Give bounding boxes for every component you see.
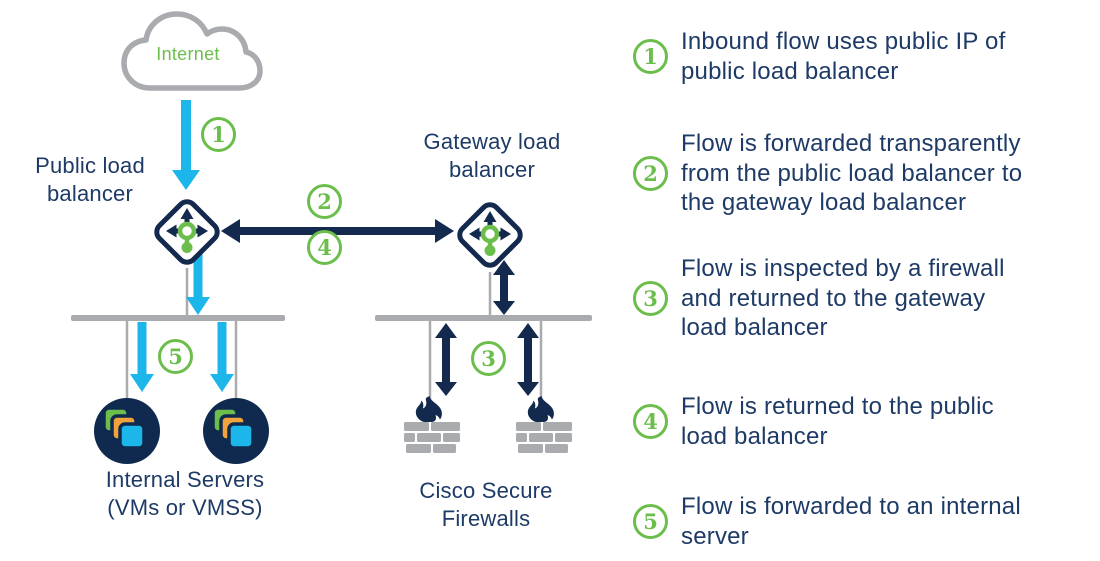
firewall-icon (404, 396, 460, 453)
arrow-subnet-firewall-1 (435, 323, 457, 396)
step-4-badge: 4 (307, 230, 342, 265)
firewalls-label: Cisco Secure Firewalls (419, 478, 553, 531)
legend-item: 2 Flow is forwarded transparently from t… (633, 129, 1095, 218)
arrow-plb-to-subnet (186, 252, 210, 315)
legend-text-2: Flow is forwarded transparently from the… (681, 130, 1023, 216)
legend-step-5-badge: 5 (633, 504, 668, 539)
public-lb-label: Public load balancer (35, 153, 145, 206)
public-load-balancer-icon (154, 199, 220, 265)
legend-step-4-badge: 4 (633, 404, 668, 439)
arrow-subnet-to-server-1 (130, 322, 154, 392)
legend-step-3-badge: 3 (633, 280, 668, 316)
connector-layer (71, 100, 592, 401)
legend-text-5: Flow is forwarded to an internal server (681, 493, 1021, 550)
arrow-glb-subnet-bidirectional (493, 260, 515, 315)
step-2-badge: 2 (307, 184, 342, 219)
internal-server-icon (94, 398, 160, 464)
legend-step-1-badge: 1 (633, 39, 668, 74)
legend-item: 5 Flow is forwarded to an internal serve… (633, 492, 1095, 551)
arrow-subnet-to-server-2 (210, 322, 234, 392)
internal-servers-label: Internal Servers (VMs or VMSS) (105, 467, 265, 520)
right-subnet-bar (375, 315, 592, 321)
step-5-badge: 5 (158, 339, 193, 374)
flame-glyph (415, 396, 442, 422)
gray-stems (125, 268, 543, 401)
step-1-badge: 1 (201, 117, 236, 152)
internet-cloud-icon (121, 11, 263, 91)
arrow-plb-glb-bidirectional (221, 219, 454, 243)
legend-item: 3 Flow is inspected by a firewall and re… (633, 254, 1095, 343)
step-3-badge: 3 (471, 341, 506, 376)
legend-item: 1 Inbound flow uses public IP of public … (633, 27, 1095, 86)
legend-step-2-badge: 2 (633, 155, 668, 191)
left-subnet-bar (71, 315, 285, 321)
internet-label: Internet (156, 44, 220, 64)
inbound-arrow-internet-to-plb (172, 100, 200, 190)
legend-text-4: Flow is returned to the public load bala… (681, 393, 994, 450)
gateway-load-balancer-icon (457, 202, 523, 268)
legend-text-3: Flow is inspected by a firewall and retu… (681, 255, 1005, 341)
gateway-lb-label: Gateway load balancer (423, 129, 561, 182)
legend-text-1: Inbound flow uses public IP of public lo… (681, 28, 1006, 85)
legend-item: 4 Flow is returned to the public load ba… (633, 392, 1095, 451)
firewall-icon (516, 396, 572, 453)
flame-glyph (527, 396, 554, 422)
arrow-subnet-firewall-2 (517, 323, 539, 396)
internal-server-icon (203, 398, 269, 464)
